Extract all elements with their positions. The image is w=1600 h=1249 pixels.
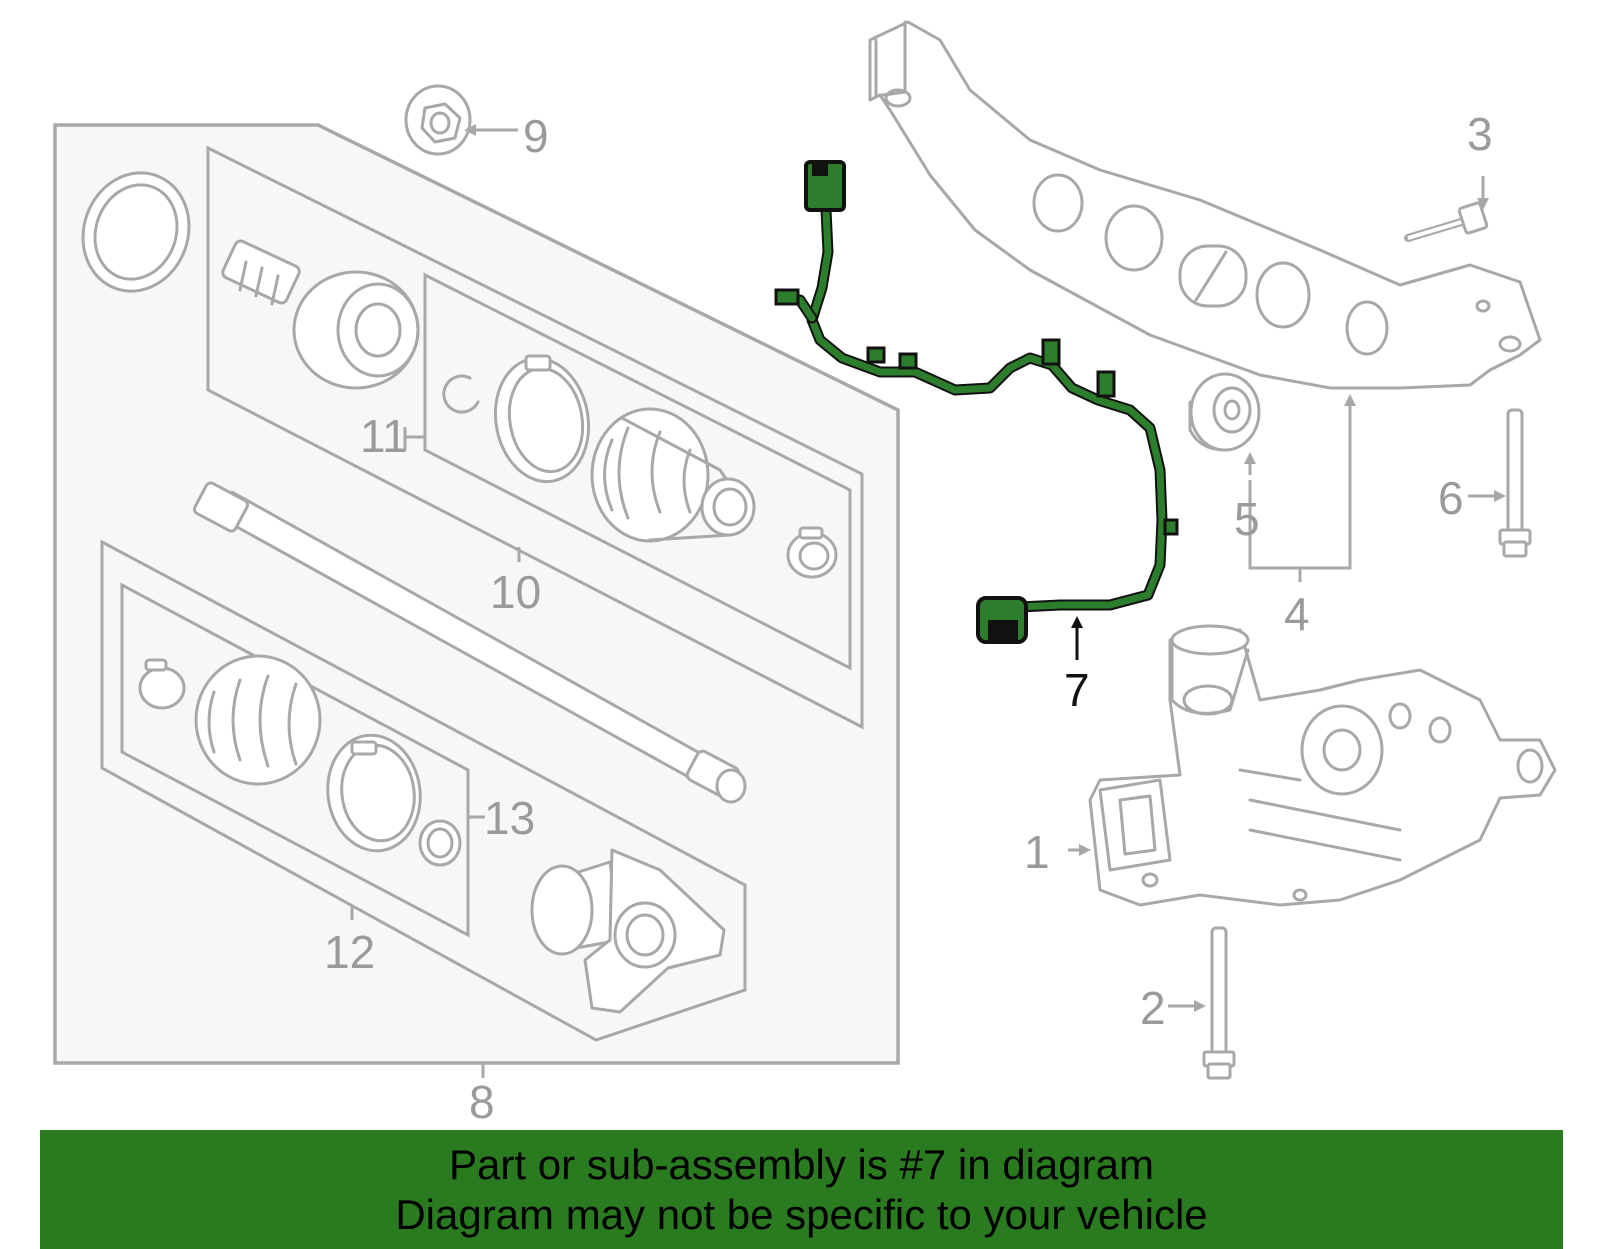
seal-ring bbox=[81, 171, 191, 293]
callout-13: 13 bbox=[484, 792, 535, 844]
axle-shaft bbox=[192, 481, 747, 804]
nut bbox=[404, 84, 472, 156]
callout-1: 1 bbox=[1024, 826, 1050, 878]
tripot-housing bbox=[530, 848, 726, 1014]
outer-cv-joint bbox=[221, 239, 420, 390]
callouts: 9 3 5 4 6 7 1 2 8 10 11 12 13 bbox=[324, 108, 1493, 1128]
inner-clamp-band bbox=[326, 733, 422, 853]
callout-2: 2 bbox=[1140, 982, 1166, 1034]
axle-kit-panel bbox=[53, 123, 900, 1065]
callout-11: 11 bbox=[360, 410, 408, 462]
bolt-3 bbox=[1404, 201, 1489, 242]
callout-5: 5 bbox=[1234, 493, 1260, 545]
callout-4: 4 bbox=[1284, 588, 1310, 640]
boot-clamp bbox=[493, 354, 591, 484]
callout-9: 9 bbox=[523, 110, 549, 162]
differential bbox=[1088, 624, 1557, 907]
inner-boot bbox=[138, 654, 322, 786]
callout-6: 6 bbox=[1438, 472, 1464, 524]
cv-boot bbox=[590, 407, 756, 543]
inner-seal bbox=[418, 819, 462, 867]
callout-7: 7 bbox=[1064, 664, 1090, 716]
callout-3: 3 bbox=[1467, 108, 1493, 160]
leader-lines bbox=[350, 124, 1506, 1078]
callout-8: 8 bbox=[469, 1076, 495, 1128]
snap-ring bbox=[442, 374, 480, 414]
wiring-harness bbox=[774, 160, 1179, 644]
banner-line-1: Part or sub-assembly is #7 in diagram bbox=[449, 1140, 1154, 1188]
small-clamp bbox=[786, 526, 838, 579]
bolt-6 bbox=[1498, 408, 1532, 558]
crossmember bbox=[868, 20, 1542, 390]
banner-line-2: Diagram may not be specific to your vehi… bbox=[395, 1190, 1208, 1238]
bolt-2 bbox=[1202, 926, 1236, 1080]
callout-10: 10 bbox=[490, 566, 541, 618]
info-banner: Part or sub-assembly is #7 in diagram Di… bbox=[40, 1130, 1563, 1249]
callout-12: 12 bbox=[324, 926, 375, 978]
bushing bbox=[1188, 372, 1261, 452]
